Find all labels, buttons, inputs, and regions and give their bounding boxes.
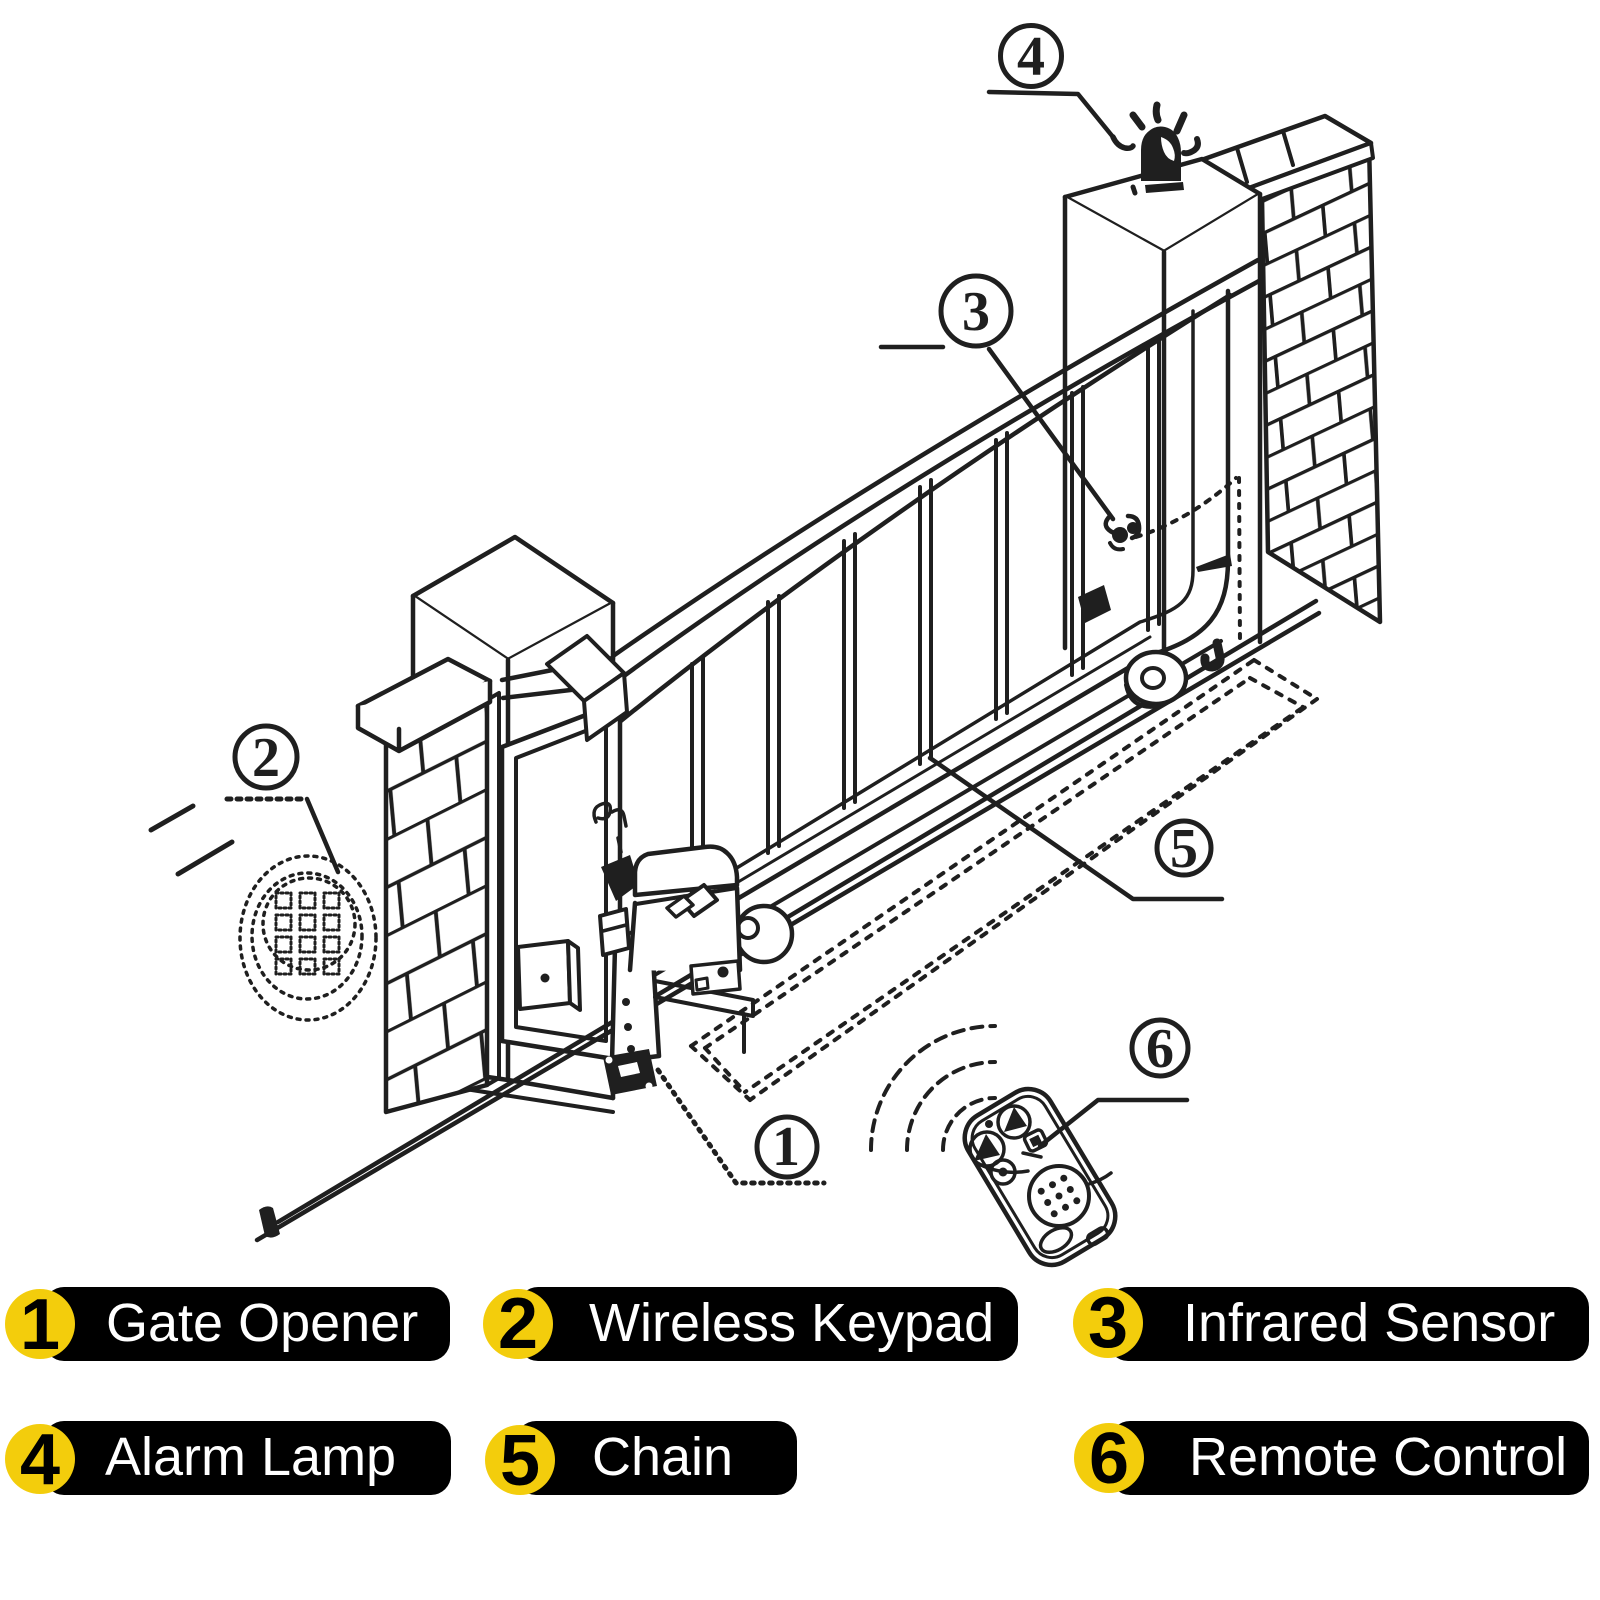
svg-text:1: 1 — [772, 1116, 800, 1178]
svg-text:2: 2 — [252, 727, 280, 789]
svg-text:6: 6 — [1146, 1018, 1174, 1080]
svg-text:Remote Control: Remote Control — [1189, 1427, 1567, 1487]
svg-text:4: 4 — [1017, 26, 1045, 88]
svg-text:5: 5 — [500, 1421, 540, 1501]
svg-text:6: 6 — [1089, 1419, 1129, 1499]
svg-text:5: 5 — [1170, 818, 1198, 880]
svg-text:4: 4 — [20, 1420, 60, 1500]
svg-text:Infrared Sensor: Infrared Sensor — [1183, 1293, 1555, 1353]
svg-text:Alarm Lamp: Alarm Lamp — [105, 1427, 396, 1487]
svg-text:Wireless Keypad: Wireless Keypad — [589, 1293, 994, 1353]
svg-text:3: 3 — [962, 281, 990, 343]
svg-text:3: 3 — [1088, 1283, 1128, 1363]
svg-text:Chain: Chain — [592, 1427, 733, 1487]
svg-text:2: 2 — [498, 1284, 538, 1364]
svg-text:1: 1 — [20, 1285, 60, 1365]
svg-text:Gate Opener: Gate Opener — [106, 1293, 418, 1353]
